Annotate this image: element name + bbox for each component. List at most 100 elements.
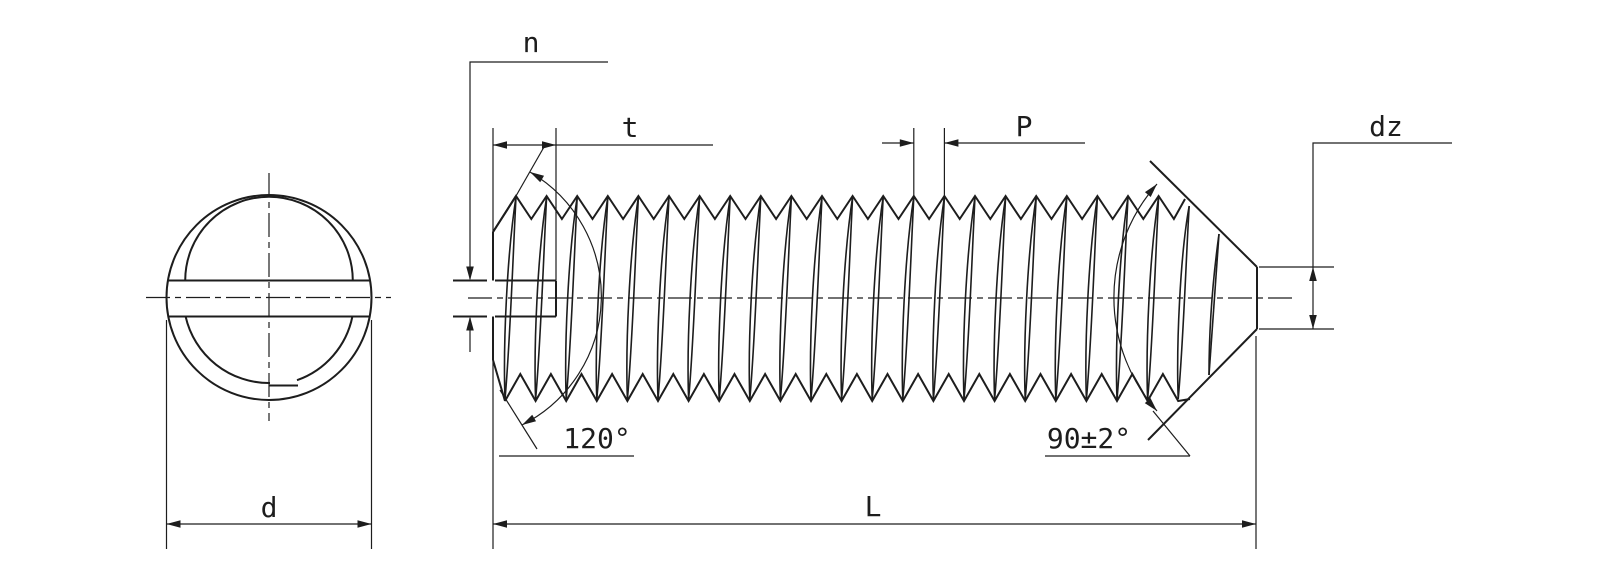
arrowhead <box>1242 520 1256 528</box>
label-d: d <box>261 491 278 524</box>
dim-slot-width-n: n <box>469 26 608 352</box>
thread-flank-line <box>810 196 823 400</box>
thread-blades <box>503 196 1220 400</box>
arrowhead <box>522 414 537 425</box>
thread-flank-line <box>595 196 609 400</box>
label-120: 120° <box>563 422 630 455</box>
thread-flank-line <box>504 196 517 400</box>
arrowhead <box>944 139 959 147</box>
arrowhead <box>357 520 372 528</box>
thread-flank-line <box>809 196 823 400</box>
angle-chamfer-120: 120° <box>499 146 634 457</box>
bottom-crest-zigzag <box>504 371 1191 404</box>
thread-flank-line <box>840 196 854 400</box>
thread-flank-line <box>1023 196 1037 400</box>
dim-point-diameter-dz: dz <box>1259 110 1452 330</box>
angle-point-90: 90±2° <box>1045 183 1191 457</box>
thread-flank-line <box>718 196 731 400</box>
thread-flank-line <box>503 196 517 400</box>
dim-pitch-P: P <box>882 110 1085 196</box>
thread-flank-line <box>870 196 884 400</box>
minor-diameter-bottom-right-arc <box>296 316 354 382</box>
arrowhead <box>1144 398 1157 411</box>
thread-flank-line <box>871 196 884 400</box>
end-view-slotted-head <box>165 194 373 401</box>
thread-flank-line <box>749 196 762 400</box>
arrowhead <box>166 520 181 528</box>
thread-flank-line <box>932 196 946 400</box>
thread-flank-line <box>534 196 548 400</box>
minor-diameter-top-arc <box>184 195 354 281</box>
thread-crests <box>492 194 1191 404</box>
dimensions: n t P dz d <box>165 26 1452 549</box>
dz-leader-line <box>1312 142 1452 329</box>
label-n: n <box>523 26 540 59</box>
arrowhead <box>1309 315 1317 329</box>
thread-flank-line <box>932 196 946 400</box>
thread-flank-line <box>1176 205 1190 400</box>
thread-flank-line <box>596 196 609 400</box>
thread-flank-line <box>993 196 1007 400</box>
major-diameter-circle <box>165 194 373 401</box>
label-dz: dz <box>1369 110 1403 143</box>
thread-flank-line <box>717 196 731 400</box>
thread-flank-line <box>962 196 976 400</box>
thread-runout-line <box>1208 233 1220 376</box>
thread-flank-line <box>1146 196 1160 400</box>
chamfer-bottom-extension <box>499 389 538 450</box>
dim-length-L: L <box>492 336 1257 549</box>
chamfer-angle-arc <box>521 171 602 426</box>
top-crest-zigzag <box>492 194 1186 233</box>
chamfer-top-extension <box>515 146 545 197</box>
cone-bottom-slant <box>1147 328 1258 441</box>
thread-flank-line <box>993 196 1007 400</box>
thread-flank-line <box>1115 196 1129 400</box>
thread-flank-line <box>687 196 701 400</box>
thread-flank-line <box>902 196 915 400</box>
thread-flank-line <box>657 196 670 400</box>
side-view-threaded-body <box>453 160 1258 441</box>
thread-flank-line <box>1177 205 1190 400</box>
arrowhead <box>466 316 474 331</box>
arrowhead <box>542 141 556 149</box>
thread-flank-line <box>1116 196 1129 400</box>
thread-flank-line <box>534 196 548 400</box>
n-leader-line <box>469 61 608 279</box>
thread-flank-line <box>1085 196 1099 400</box>
thread-flank-line <box>626 196 640 400</box>
arrowhead <box>1144 184 1157 198</box>
thread-flank-line <box>1085 196 1099 400</box>
thread-flank-line <box>1055 196 1068 400</box>
arrowhead <box>493 520 507 528</box>
label-90: 90±2° <box>1047 422 1131 455</box>
thread-flank-line <box>564 196 578 400</box>
thread-flank-line <box>687 196 701 400</box>
thread-flank-line <box>1054 196 1068 400</box>
arrowhead <box>899 139 914 147</box>
arrowhead <box>530 172 545 183</box>
thread-flank-line <box>840 196 854 400</box>
thread-flank-line <box>656 196 670 400</box>
point-label-leader <box>1152 410 1191 457</box>
dim-slot-depth-t: t <box>492 111 713 280</box>
arrowhead <box>466 266 474 281</box>
label-P: P <box>1016 110 1033 143</box>
thread-flank-line <box>779 196 793 400</box>
thread-flank-line <box>748 196 762 400</box>
thread-flank-line <box>1024 196 1037 400</box>
thread-flank-line <box>1146 196 1160 400</box>
arrowhead <box>1309 267 1317 281</box>
dim-thread-diameter-d: d <box>165 320 373 549</box>
thread-flank-line <box>626 196 640 400</box>
label-L: L <box>865 490 882 523</box>
thread-flank-line <box>901 196 915 400</box>
arrowheads <box>166 139 1317 528</box>
point-angle-arc <box>1113 183 1158 412</box>
cone-top-slant <box>1149 160 1258 268</box>
thread-flank-line <box>963 196 976 400</box>
label-t: t <box>622 111 639 144</box>
minor-diameter-bottom-left-arc <box>184 316 271 385</box>
arrowhead <box>493 141 507 149</box>
